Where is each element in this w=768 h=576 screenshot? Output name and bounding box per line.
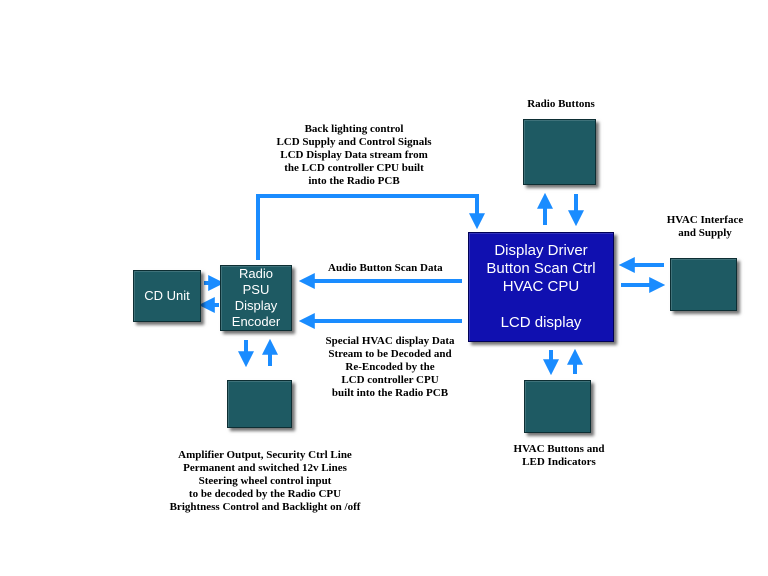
radio-line-4: Encoder	[231, 314, 281, 329]
radio-line-2: PSU	[242, 282, 270, 297]
cd-unit-label: CD Unit	[144, 288, 190, 303]
radio-line-1: Radio	[239, 266, 273, 281]
display-driver-block: Display Driver Button Scan Ctrl HVAC CPU…	[468, 232, 614, 342]
backlight-arrow	[256, 194, 485, 260]
radio-buttons-label: Radio Buttons	[527, 98, 595, 110]
hvac-interface-block	[670, 258, 737, 311]
special-hvac-label: Special HVAC display Data Stream to be D…	[325, 335, 455, 399]
main-line-2: Button Scan Ctrl	[486, 260, 596, 277]
hvac-buttons-label: HVAC Buttons and LED Indicators	[513, 443, 605, 468]
main-line-5: LCD display	[500, 314, 582, 331]
hvac-buttons-block	[524, 380, 591, 433]
backlight-label: Back lighting control LCD Supply and Con…	[276, 123, 432, 187]
main-line-1: Display Driver	[494, 242, 588, 259]
radio-buttons-block	[523, 119, 596, 185]
radio-line-3: Display	[234, 298, 278, 313]
audio-scan-label: Audio Button Scan Data	[328, 262, 443, 274]
main-line-3: HVAC CPU	[502, 278, 580, 295]
cd-unit-block: CD Unit	[133, 270, 201, 322]
hvac-interface-label: HVAC Interface and Supply	[666, 214, 744, 239]
amplifier-block	[227, 380, 292, 428]
radio-psu-block: Radio PSU Display Encoder	[220, 265, 292, 331]
amplifier-label: Amplifier Output, Security Ctrl Line Per…	[169, 449, 361, 513]
